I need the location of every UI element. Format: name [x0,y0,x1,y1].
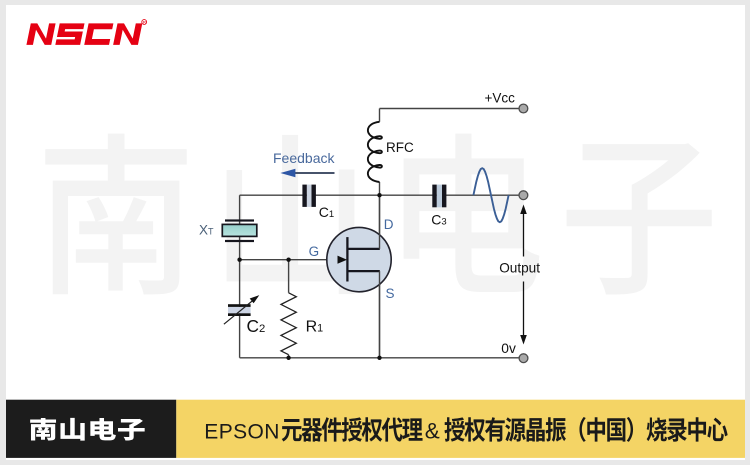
svg-text:&: & [425,419,440,444]
svg-text:C2: C2 [247,316,266,336]
svg-text:C3: C3 [431,211,446,227]
svg-text:0v: 0v [501,341,516,356]
svg-text:Feedback: Feedback [273,150,335,166]
svg-text:RFC: RFC [386,140,414,155]
svg-text:XT: XT [199,223,214,238]
svg-text:R: R [143,20,147,25]
svg-text:C1: C1 [319,204,334,220]
svg-text:Output: Output [499,261,540,276]
svg-text:R1: R1 [306,319,324,336]
svg-text:D: D [384,217,394,232]
svg-text:S: S [386,286,395,301]
svg-text:G: G [309,244,320,259]
svg-text:EPSON: EPSON [204,421,280,444]
svg-text:+Vcc: +Vcc [485,91,516,106]
